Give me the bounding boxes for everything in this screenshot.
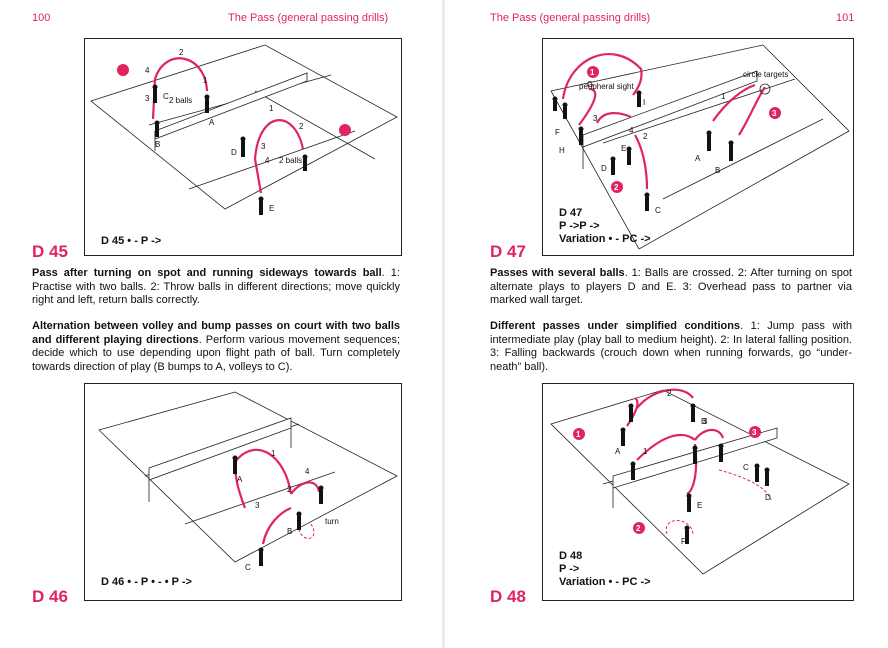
pass-number: 2 — [287, 485, 292, 494]
player-label: D — [231, 148, 237, 157]
player-label: I — [643, 98, 645, 107]
description-title: Different passes under simplified condit… — [490, 320, 741, 332]
description-body: . Perform various movement sequences; de… — [32, 333, 401, 373]
ball-count: 2 balls — [169, 96, 192, 105]
pass-number: 1 — [643, 447, 648, 456]
drill-label-line: Variation • - PC -> — [559, 233, 651, 245]
figure-d46: A B C turn 1 2 3 4 D 46 • - P • - • P -> — [84, 383, 402, 601]
description-body: . 1: Jump pass with intermediate play (p… — [490, 320, 853, 373]
player-label: A — [695, 154, 701, 163]
player-label: B — [701, 417, 706, 426]
annotation: peripheral sight — [579, 82, 634, 91]
pass-number: 3 — [255, 501, 260, 510]
description-title: Pass after turning on spot and running s… — [32, 267, 382, 279]
page-gutter — [442, 0, 445, 648]
court-diagram-d46: A B C turn 1 2 3 4 — [98, 391, 398, 572]
pass-number: 3 — [261, 142, 266, 151]
player-label: C — [743, 463, 749, 472]
circle-number: 1 — [590, 68, 595, 77]
description-title: Passes with several balls — [490, 267, 625, 279]
right-page: The Pass (general passing drills) 101 1 … — [444, 0, 888, 648]
drill-code: D 45 — [32, 242, 68, 261]
player-label: B — [715, 166, 720, 175]
court-diagram-d45: C 2 balls A B D 2 balls E 2 1 4 3 1 2 3 … — [90, 44, 398, 215]
ball-count: 2 balls — [279, 156, 302, 165]
drill-label: D 47 P ->P -> Variation • - PC -> — [559, 207, 651, 246]
pass-number: 2 — [667, 389, 672, 398]
page-number: 101 — [836, 12, 855, 24]
drill-code: D 47 — [490, 242, 526, 261]
drill-code: D 48 — [490, 587, 526, 606]
pass-number: 2 — [179, 48, 184, 57]
drill-label-line: Variation • - PC -> — [559, 576, 651, 588]
drill-label: D 45 • - P -> — [101, 235, 162, 247]
pass-number: 4 — [145, 66, 150, 75]
player-label: F — [555, 128, 560, 137]
circle-number: 1 — [576, 430, 581, 439]
player-label: D — [765, 493, 771, 502]
pass-number: 1 — [203, 76, 208, 85]
pass-number: 4 — [629, 126, 634, 135]
circle-number: 2 — [614, 183, 619, 192]
player-label: E — [621, 144, 626, 153]
drill-label-line: P -> — [559, 563, 580, 575]
figure-d47: 1 2 3 — [542, 38, 854, 256]
drill-label-line: P ->P -> — [559, 220, 600, 232]
player-label: F — [681, 537, 686, 546]
player-label: H — [559, 146, 565, 155]
description-body: . 1: Practise with two balls. 2: Throw b… — [32, 267, 400, 306]
annotation: circle targets — [743, 70, 788, 79]
player-label: C — [163, 92, 169, 101]
circle-number: 3 — [772, 109, 777, 118]
drill-label: D 48 P -> Variation • - PC -> — [559, 550, 651, 589]
page-number: 100 — [32, 12, 51, 24]
circle-number: 3 — [752, 428, 757, 437]
figure-d45: C 2 balls A B D 2 balls E 2 1 4 3 1 2 3 … — [84, 38, 402, 256]
drill-label-line: D 47 — [559, 207, 583, 219]
player-label: D — [601, 164, 607, 173]
turn-label: turn — [325, 517, 339, 526]
player-label: E — [697, 501, 702, 510]
running-head: The Pass (general passing drills) — [490, 12, 651, 24]
figure-d48: 1 2 3 — [542, 383, 854, 601]
player-label: E — [269, 204, 274, 213]
description-d46: Alternation between volley and bump pass… — [32, 320, 400, 374]
pass-number: 1 — [271, 449, 276, 458]
circle-number: 2 — [636, 524, 641, 533]
running-head: The Pass (general passing drills) — [228, 12, 389, 24]
description-d45: Pass after turning on spot and running s… — [32, 267, 400, 308]
pass-number: 3 — [593, 114, 598, 123]
pass-number: 4 — [305, 467, 310, 476]
pass-number: 3 — [703, 417, 708, 426]
pass-number: 1 — [269, 104, 274, 113]
left-page: 100 The Pass (general passing drills) — [32, 12, 402, 606]
description-d48: Different passes under simplified condit… — [490, 320, 852, 374]
drill-label: D 46 • - P • - • P -> — [101, 576, 192, 588]
player-label: A — [209, 118, 215, 127]
player-label: A — [237, 475, 243, 484]
pass-number: 4 — [265, 156, 270, 165]
drill-label-line: D 48 — [559, 550, 583, 562]
pass-number: 2 — [299, 122, 304, 131]
pass-number: 1 — [721, 92, 726, 101]
description-title: Alternation between volley and bump pass… — [32, 320, 400, 346]
drill-code: D 46 — [32, 587, 68, 606]
player-label: C — [655, 206, 661, 215]
player-label: A — [615, 447, 621, 456]
player-label: B — [287, 527, 292, 536]
player-label: B — [155, 140, 160, 149]
player-label: C — [245, 563, 251, 572]
description-d47: Passes with several balls. 1: Balls are … — [490, 267, 852, 308]
court-diagram-d47: 1 2 3 — [550, 44, 850, 250]
pass-number: 3 — [145, 94, 150, 103]
court-diagram-d48: 1 2 3 — [550, 388, 850, 575]
description-body: . 1: Balls are crossed. 2: After turning… — [490, 267, 852, 306]
pass-number: 2 — [643, 132, 648, 141]
player-label: G — [587, 80, 593, 89]
